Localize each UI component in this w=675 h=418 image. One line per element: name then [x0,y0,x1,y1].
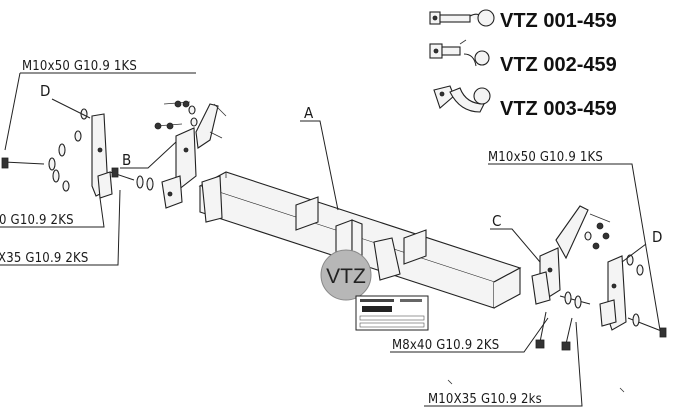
bracket-b [161,103,219,209]
plate-d-right [599,255,627,331]
left-hardware [1,100,227,192]
callout-left-x35: X35 G10.9 2KS [0,251,89,266]
callout-m10x35: M10X35 G10.9 2ks [428,392,542,407]
part-letter-b: B [122,151,131,169]
towball-swan-neck-icon [433,85,491,113]
variant-row-3: VTZ 003-459 [433,85,617,120]
part-letter-a: A [304,104,314,122]
type-plate-sticker [355,295,429,331]
bracket-c [531,205,589,305]
callout-right-bolt: M10x50 G10.9 1KS [488,150,603,165]
callout-left-g109: 0 G10.9 2KS [0,213,74,228]
variant-code-1: VTZ 001-459 [500,10,617,32]
variant-code-2: VTZ 002-459 [500,54,617,76]
part-letter-c: C [492,212,501,230]
part-letter-d-right: D [652,228,662,246]
variant-code-3: VTZ 003-459 [500,98,617,120]
part-letter-d-left: D [40,82,50,100]
callout-m8x40: M8x40 G10.9 2KS [392,338,499,353]
plate-d-left [91,113,113,199]
variant-row-2: VTZ 002-459 [429,39,617,76]
vtz-badge-text: VTZ [326,265,366,288]
right-hardware [535,213,667,351]
leader-lines [0,72,661,407]
vtz-badge: VTZ [320,249,372,301]
callout-top-left-bolt: M10x50 G10.9 1KS [22,59,137,74]
towball-fixed-icon [429,9,495,27]
variant-row-1: VTZ 001-459 [429,9,617,32]
towball-detachable-icon [429,39,490,67]
